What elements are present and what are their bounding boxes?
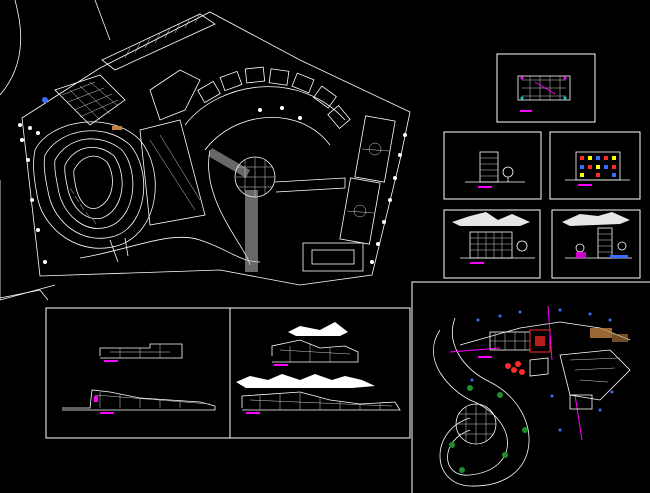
floor-plan-thumbnail[interactable] bbox=[496, 53, 596, 123]
central-block bbox=[139, 119, 206, 226]
detail-plaza-grid bbox=[456, 404, 496, 444]
site-boundary bbox=[21, 11, 411, 286]
annex-block bbox=[569, 394, 593, 410]
sky-cloud-upper bbox=[288, 322, 348, 336]
dimension-line-3 bbox=[574, 394, 583, 441]
detail-plan[interactable] bbox=[411, 281, 650, 493]
sky-cloud-lower bbox=[236, 374, 375, 388]
long-section-sheet[interactable] bbox=[45, 307, 411, 439]
walkway-bridge bbox=[109, 237, 129, 263]
dimension-line-2 bbox=[547, 305, 553, 361]
boundary-line-top bbox=[94, 0, 111, 41]
central-round-plaza bbox=[234, 156, 276, 198]
service-core bbox=[529, 329, 551, 353]
dimension-line-1 bbox=[449, 347, 501, 353]
topographic-contours bbox=[33, 121, 156, 249]
red-cluster bbox=[505, 361, 525, 375]
label-tag bbox=[112, 126, 122, 130]
elevation-block-c[interactable] bbox=[443, 209, 541, 279]
south-promenade bbox=[245, 190, 258, 272]
curved-spine-outer bbox=[439, 317, 530, 487]
arc-housing-ring bbox=[184, 66, 351, 151]
curved-spine bbox=[433, 329, 508, 476]
detail-frame bbox=[411, 281, 650, 493]
elevation-block-a[interactable] bbox=[443, 131, 542, 200]
north-marker bbox=[42, 97, 48, 103]
sports-field-north bbox=[354, 115, 396, 183]
pool-water bbox=[311, 249, 355, 265]
entry-pavilion bbox=[529, 357, 549, 377]
parking-strip bbox=[101, 13, 216, 71]
right-wing bbox=[559, 349, 631, 401]
plaza-hatch bbox=[61, 81, 119, 121]
boundary-arc-left bbox=[0, 0, 22, 96]
hatched-plaza bbox=[54, 74, 126, 126]
elevation-block-b[interactable] bbox=[549, 131, 641, 200]
colored-windows bbox=[580, 156, 616, 177]
tree-symbols bbox=[18, 106, 407, 264]
sky-cloud bbox=[452, 212, 530, 226]
pool-outline bbox=[302, 242, 364, 272]
access-road bbox=[0, 289, 49, 301]
curved-walkway bbox=[79, 236, 261, 263]
long-section-right[interactable] bbox=[236, 322, 401, 414]
east-promenade bbox=[274, 177, 346, 193]
column-markers bbox=[470, 308, 614, 432]
parking-stalls bbox=[124, 12, 201, 59]
sports-field-south bbox=[339, 177, 381, 245]
brown-terrace bbox=[590, 328, 612, 338]
central-block-grid bbox=[149, 134, 201, 211]
site-master-plan[interactable] bbox=[0, 0, 411, 301]
north-promenade bbox=[208, 148, 250, 178]
north-block bbox=[149, 69, 201, 121]
elevation-block-d[interactable] bbox=[551, 209, 641, 279]
long-section-left[interactable] bbox=[62, 343, 216, 414]
detail-trees bbox=[449, 385, 528, 473]
